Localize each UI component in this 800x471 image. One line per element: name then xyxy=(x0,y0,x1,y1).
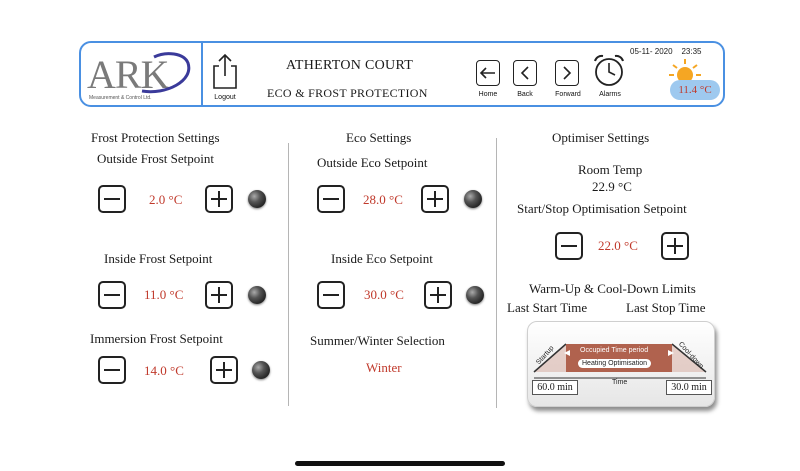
alarms-label: Alarms xyxy=(599,91,621,98)
inside-eco-status-led xyxy=(466,286,484,304)
home-label: Home xyxy=(478,91,498,98)
summer-winter-value[interactable]: Winter xyxy=(366,360,402,375)
outside-eco-value: 28.0 °C xyxy=(363,192,403,207)
last-start-label: Last Start Time xyxy=(507,300,588,315)
time-axis-label: Time xyxy=(612,379,628,386)
heating-optimisation-label: Heating Optimisation xyxy=(578,359,651,368)
optimiser-diagram: Startup Cool-down Occupied Time period H… xyxy=(527,321,715,407)
outside-temp-badge: 11.4 °C xyxy=(670,80,720,100)
inside-frost-decrease-button[interactable] xyxy=(98,281,126,309)
summer-winter-label: Summer/Winter Selection xyxy=(310,333,445,348)
site-name: ATHERTON COURT xyxy=(286,58,414,73)
startstop-value: 22.0 °C xyxy=(598,238,638,253)
logo-swoosh-icon xyxy=(141,52,191,94)
outside-frost-status-led xyxy=(248,190,266,208)
page-title: ECO & FROST PROTECTION xyxy=(267,86,428,100)
forward-button[interactable] xyxy=(555,60,579,86)
date-text: 05-11- 2020 xyxy=(630,47,673,56)
occupied-period-label: Occupied Time period xyxy=(580,347,649,354)
sun-icon xyxy=(669,59,701,83)
immersion-frost-increase-button[interactable] xyxy=(210,356,238,384)
last-start-time-value: 60.0 min xyxy=(532,380,578,395)
inside-eco-increase-button[interactable] xyxy=(424,281,452,309)
inside-eco-decrease-button[interactable] xyxy=(317,281,345,309)
inside-frost-status-led xyxy=(248,286,266,304)
inside-eco-value: 30.0 °C xyxy=(364,287,404,302)
chevron-left-icon xyxy=(520,66,529,80)
inside-frost-value: 11.0 °C xyxy=(144,287,184,302)
chevron-right-icon xyxy=(563,66,572,80)
alarms-button[interactable] xyxy=(592,53,626,91)
outside-eco-label: Outside Eco Setpoint xyxy=(317,155,428,170)
inside-eco-label: Inside Eco Setpoint xyxy=(331,251,433,266)
last-stop-time-value: 30.0 min xyxy=(666,380,712,395)
arrow-left-icon xyxy=(479,67,495,79)
outside-eco-decrease-button[interactable] xyxy=(317,185,345,213)
outside-frost-decrease-button[interactable] xyxy=(98,185,126,213)
startstop-label: Start/Stop Optimisation Setpoint xyxy=(517,201,687,216)
header-bar: ARK Measurement & Control Ltd. xyxy=(79,41,725,107)
startstop-increase-button[interactable] xyxy=(661,232,689,260)
outside-frost-value: 2.0 °C xyxy=(149,192,183,207)
outside-eco-increase-button[interactable] xyxy=(421,185,449,213)
share-export-icon xyxy=(213,53,237,89)
inside-frost-increase-button[interactable] xyxy=(205,281,233,309)
home-button[interactable] xyxy=(476,60,500,86)
limits-label: Warm-Up & Cool-Down Limits xyxy=(529,281,696,296)
back-button[interactable] xyxy=(513,60,537,86)
eco-section-title: Eco Settings xyxy=(346,130,412,145)
immersion-frost-decrease-button[interactable] xyxy=(98,356,126,384)
outside-eco-status-led xyxy=(464,190,482,208)
alarm-clock-icon xyxy=(594,54,624,86)
immersion-frost-value: 14.0 °C xyxy=(144,363,184,378)
inside-frost-label: Inside Frost Setpoint xyxy=(104,251,213,266)
logout-label: Logout xyxy=(214,94,236,101)
time-text: 23:35 xyxy=(681,47,702,56)
immersion-frost-status-led xyxy=(252,361,270,379)
logo-text: ARK xyxy=(87,52,169,97)
home-indicator[interactable] xyxy=(295,461,505,466)
outside-frost-label: Outside Frost Setpoint xyxy=(97,151,215,166)
company-logo: ARK Measurement & Control Ltd. xyxy=(81,43,203,105)
optimiser-section-title: Optimiser Settings xyxy=(552,130,650,145)
room-temp-label: Room Temp xyxy=(578,162,643,177)
outside-frost-increase-button[interactable] xyxy=(205,185,233,213)
frost-section-title: Frost Protection Settings xyxy=(91,130,220,145)
logo-subtext: Measurement & Control Ltd. xyxy=(89,95,152,101)
section-divider-1 xyxy=(288,143,289,406)
datetime: 05-11- 2020 23:35 xyxy=(630,47,701,56)
startstop-decrease-button[interactable] xyxy=(555,232,583,260)
back-label: Back xyxy=(517,91,533,98)
logout-button[interactable]: Logout xyxy=(210,52,240,104)
section-divider-2 xyxy=(496,138,497,408)
last-stop-label: Last Stop Time xyxy=(626,300,706,315)
room-temp-value: 22.9 °C xyxy=(592,179,632,194)
immersion-frost-label: Immersion Frost Setpoint xyxy=(90,331,223,346)
forward-label: Forward xyxy=(555,91,581,98)
